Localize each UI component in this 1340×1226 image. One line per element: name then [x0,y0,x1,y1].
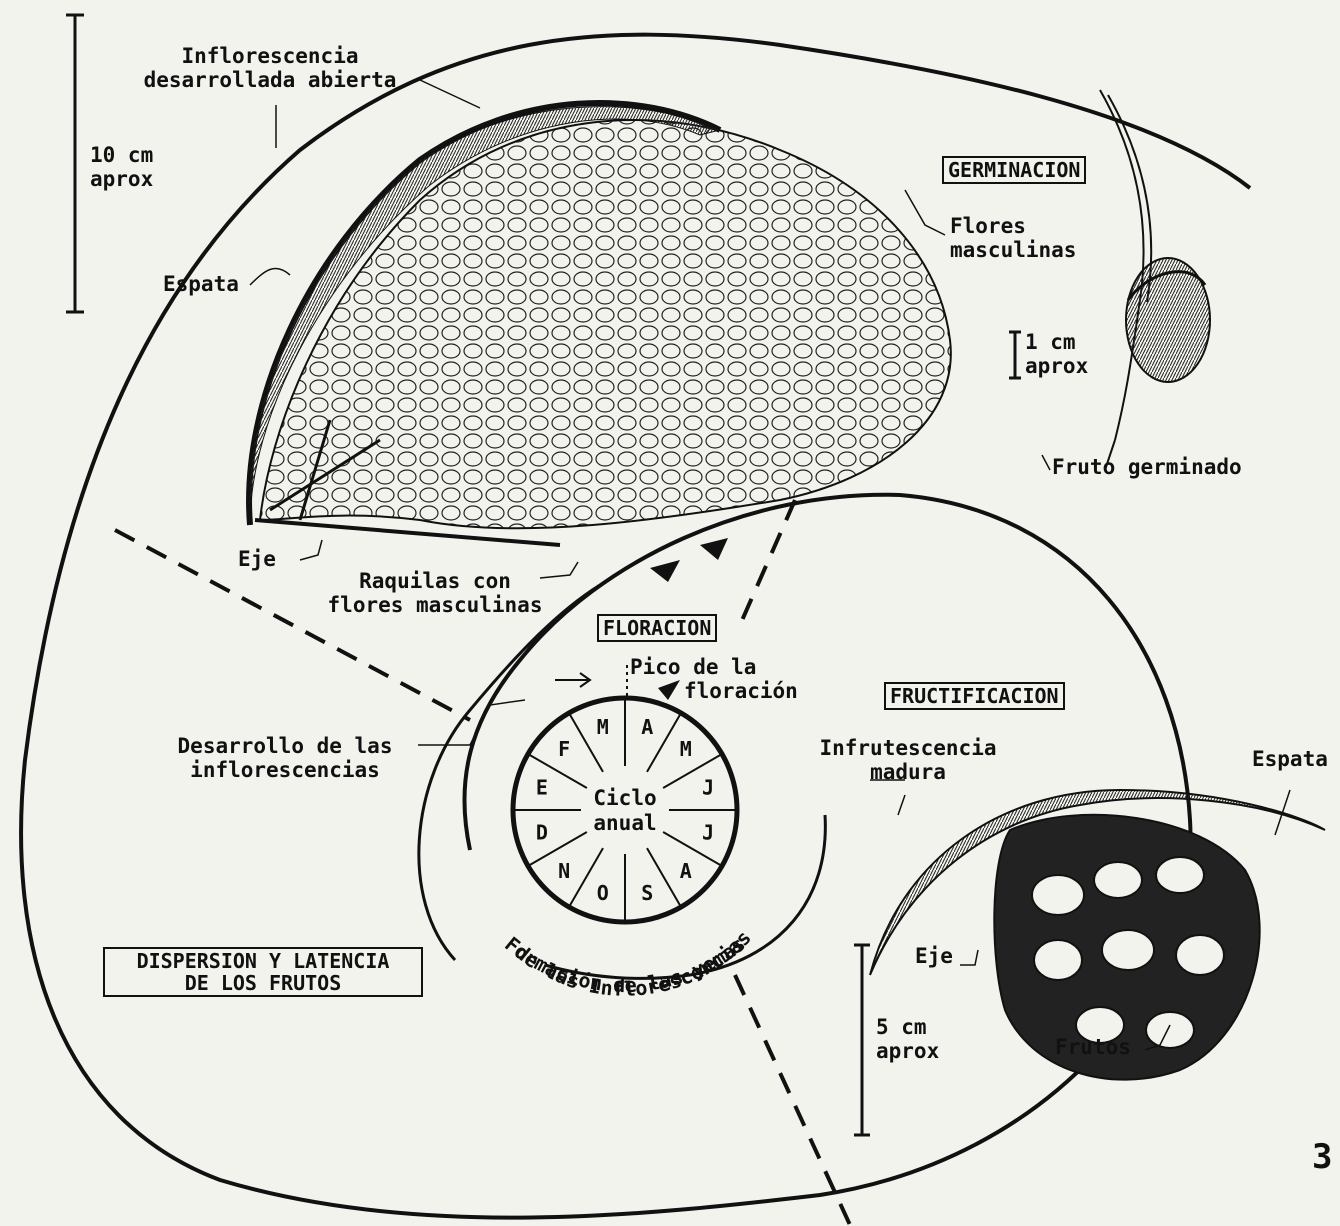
desarrollo-label: Desarrollo de las inflorescencias [150,734,420,782]
frutos-label: Frutos [1055,1035,1131,1059]
germinated-fruit-drawing [1100,90,1210,470]
leader-fruto [1042,455,1050,470]
month-label: F [558,737,570,761]
germinacion-stage-box: GERMINACION [942,156,1086,184]
pico-floracion-label: Pico de la floración [630,655,798,703]
leader-flores [905,190,945,235]
scale-bar-5cm [854,945,870,1135]
infrutescencia-label: Infrutescencia madura [818,736,998,784]
page-number: 3 [1312,1140,1332,1174]
peak-marker-1 [650,560,680,582]
leader-title [420,80,480,108]
month-label: A [680,859,692,883]
eje-label: Eje [238,547,276,571]
month-label: A [641,715,653,739]
leader-eje [300,540,322,560]
month-label: N [558,859,570,883]
dashed-divider-bottom [735,975,850,1225]
cycle-center-line2: anual [593,811,656,835]
open-inflorescence-drawing [249,103,951,545]
dashed-divider-left [115,530,470,720]
infr-espata-label: Espata [1252,747,1328,771]
fruto-germinado-label: Fruto germinado [1052,455,1242,479]
month-label: M [680,737,692,761]
dashed-divider-top [740,500,795,625]
cycle-center-line1: Ciclo [593,786,656,810]
month-label: O [597,881,609,905]
fructificacion-stage-box: FRUCTIFICACION [884,682,1065,710]
infr-eje-label: Eje [915,944,953,968]
raquilas-label: Raquilas con flores masculinas [305,569,565,617]
flores-masculinas-label: Flores masculinas [950,214,1076,262]
formacion-label2: de las Inflorescencias [510,925,756,1001]
dispersion-stage-box: DISPERSION Y LATENCIA DE LOS FRUTOS [103,947,423,997]
month-label: E [536,776,548,800]
leader-espata [250,268,290,285]
espata-label: Espata [163,272,239,296]
month-label: S [641,881,653,905]
floracion-arrow [555,673,590,687]
month-label: J [702,776,714,800]
scale-10cm-label: 10 cm aprox [90,143,153,191]
month-label: D [536,820,548,844]
scale-1cm-label: 1 cm aprox [1025,330,1088,378]
inflorescence-title: Inflorescencia desarrollada abierta [140,44,400,92]
leader-infr-title [870,780,905,815]
peak-marker-2 [700,538,728,560]
scale-5cm-label: 5 cm aprox [876,1015,939,1063]
leader-infr-eje [960,950,978,965]
scale-bar-10cm [66,15,84,312]
month-label: J [702,820,714,844]
floracion-stage-box: FLORACION [597,614,717,642]
month-label: M [597,715,609,739]
scale-bar-1cm [1009,332,1021,378]
